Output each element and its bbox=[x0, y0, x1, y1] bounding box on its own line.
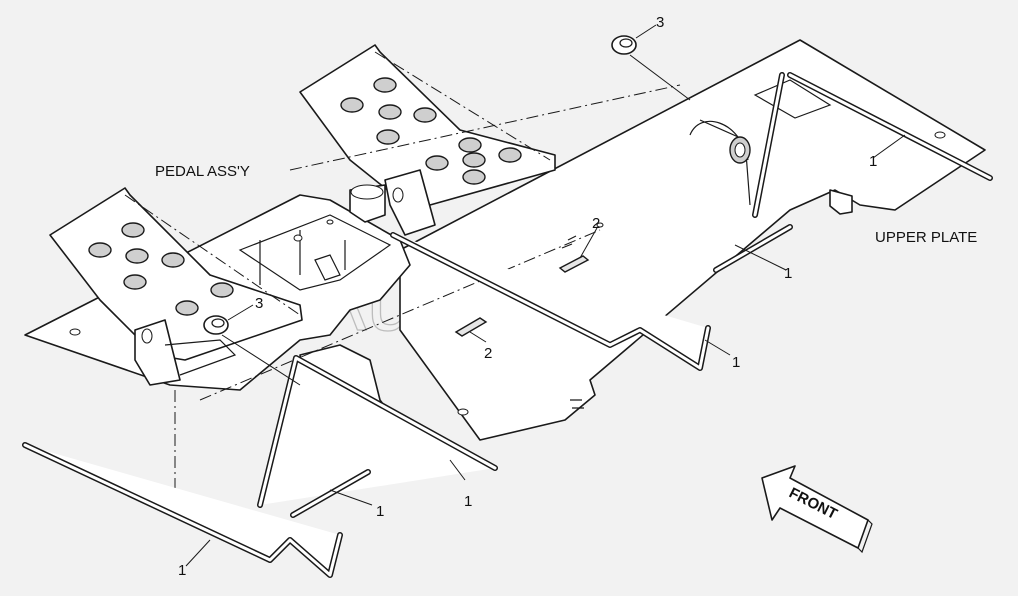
seal-short-right bbox=[713, 224, 793, 273]
callout-c7: 2 bbox=[592, 215, 600, 232]
seal-upper-right bbox=[752, 72, 993, 218]
seal-zigzag-middle bbox=[390, 232, 711, 371]
callout-c1: 1 bbox=[869, 153, 877, 170]
centre-lines bbox=[124, 51, 681, 500]
callouts: 1 1 1 1 1 1 2 2 3 3 bbox=[178, 14, 877, 579]
callout-c4: 1 bbox=[464, 493, 472, 510]
callout-c8: 2 bbox=[484, 345, 492, 362]
front-arrow: FRONT bbox=[761, 465, 873, 554]
grommets bbox=[203, 35, 637, 335]
spacer-plates bbox=[454, 235, 590, 337]
upper-plate-label: UPPER PLATE bbox=[875, 229, 977, 246]
pedal-front bbox=[49, 187, 303, 386]
seal-short-front bbox=[290, 469, 371, 518]
callout-c10: 3 bbox=[255, 295, 263, 312]
leader-lines bbox=[185, 24, 906, 567]
pedal-rear bbox=[299, 44, 556, 236]
callout-c6: 1 bbox=[178, 562, 186, 579]
seal-bottom-zigzag bbox=[22, 442, 343, 578]
pedal-assy-label: PEDAL ASS'Y bbox=[155, 163, 250, 180]
callout-c3: 1 bbox=[732, 354, 740, 371]
callout-c2: 1 bbox=[784, 265, 792, 282]
seal-front-frame bbox=[257, 355, 498, 508]
callout-c5: 1 bbox=[376, 503, 384, 520]
callout-c9: 3 bbox=[656, 14, 664, 31]
